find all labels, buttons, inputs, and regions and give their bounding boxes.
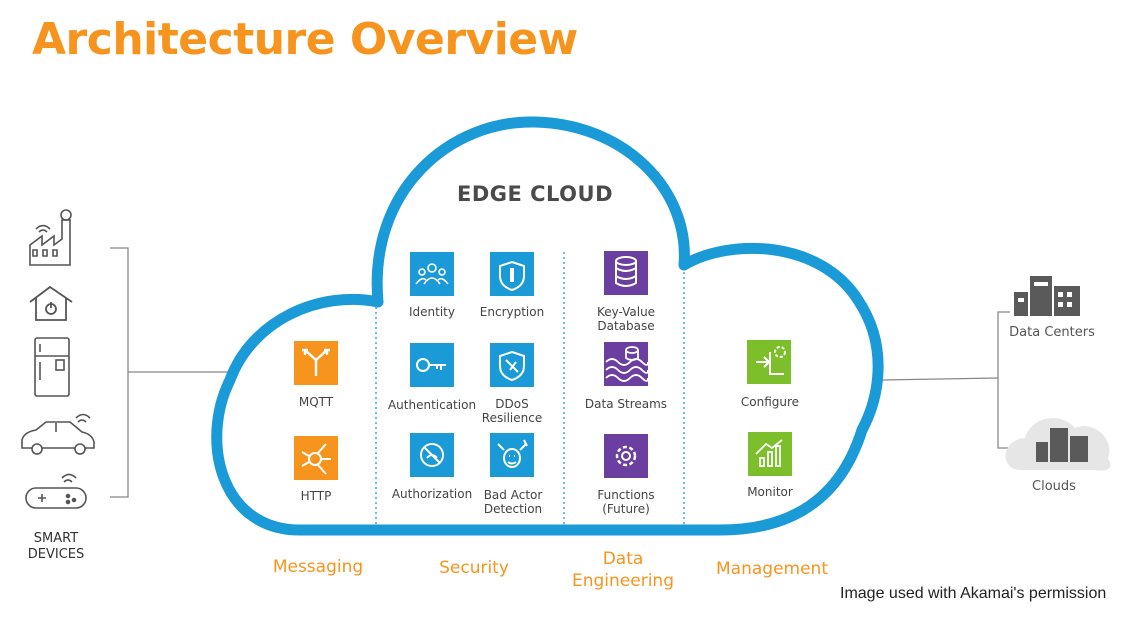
- devices-bracket: [110, 247, 129, 498]
- functions-label: Functions (Future): [597, 488, 655, 516]
- destinations-bracket: [997, 311, 1010, 449]
- category-management: Management: [716, 559, 828, 579]
- car-icon: [21, 413, 95, 455]
- gamepad-icon: [25, 473, 87, 509]
- image-credit: Image used with Akamai's permission: [840, 585, 1107, 602]
- bad-actor-tile: [490, 433, 534, 477]
- clouds-icon: [1005, 417, 1111, 471]
- connector-lines: [110, 247, 1010, 498]
- authentication-label: Authentication: [387, 398, 477, 412]
- bad-actor-label: Bad Actor Detection: [483, 488, 543, 516]
- factory-icon: [29, 209, 72, 266]
- identity-label: Identity: [409, 305, 455, 319]
- monitor-tile: [748, 432, 792, 476]
- smart-home-icon: [29, 285, 73, 321]
- configure-label: Configure: [740, 395, 800, 409]
- page-title: Architecture Overview: [32, 14, 578, 65]
- authentication-tile: [410, 343, 454, 387]
- category-security: Security: [439, 558, 509, 578]
- data-centers-icon: [1014, 276, 1080, 316]
- encryption-label: Encryption: [479, 305, 545, 319]
- http-tile: [294, 436, 338, 480]
- kv-database-tile: [604, 251, 648, 295]
- functions-tile: [604, 434, 648, 478]
- ddos-tile: [490, 343, 534, 387]
- refrigerator-icon: [34, 337, 70, 397]
- edge-cloud-title: EDGE CLOUD: [456, 182, 614, 206]
- clouds-label: Clouds: [1032, 479, 1076, 494]
- http-label: HTTP: [300, 489, 332, 503]
- cloud-connector: [881, 377, 999, 381]
- data-streams-label: Data Streams: [584, 397, 668, 411]
- encryption-tile: [490, 252, 534, 296]
- kv-database-label: Key-Value Database: [596, 305, 656, 333]
- category-dividers: [375, 252, 685, 530]
- category-data-engineering: Data Engineering: [572, 549, 674, 591]
- data-streams-tile: [604, 342, 649, 386]
- authorization-tile: [410, 433, 454, 477]
- identity-tile: [410, 252, 454, 296]
- configure-tile: [747, 340, 791, 384]
- mqtt-label: MQTT: [298, 395, 334, 409]
- edge-cloud-outline: [211, 116, 884, 536]
- authorization-label: Authorization: [391, 487, 473, 501]
- mqtt-tile: [294, 341, 338, 385]
- monitor-label: Monitor: [747, 485, 793, 499]
- smart-devices-label: SMART DEVICES: [27, 531, 85, 562]
- data-centers-label: Data Centers: [1009, 325, 1095, 340]
- category-messaging: Messaging: [272, 557, 364, 577]
- ddos-label: DDoS Resilience: [481, 397, 543, 425]
